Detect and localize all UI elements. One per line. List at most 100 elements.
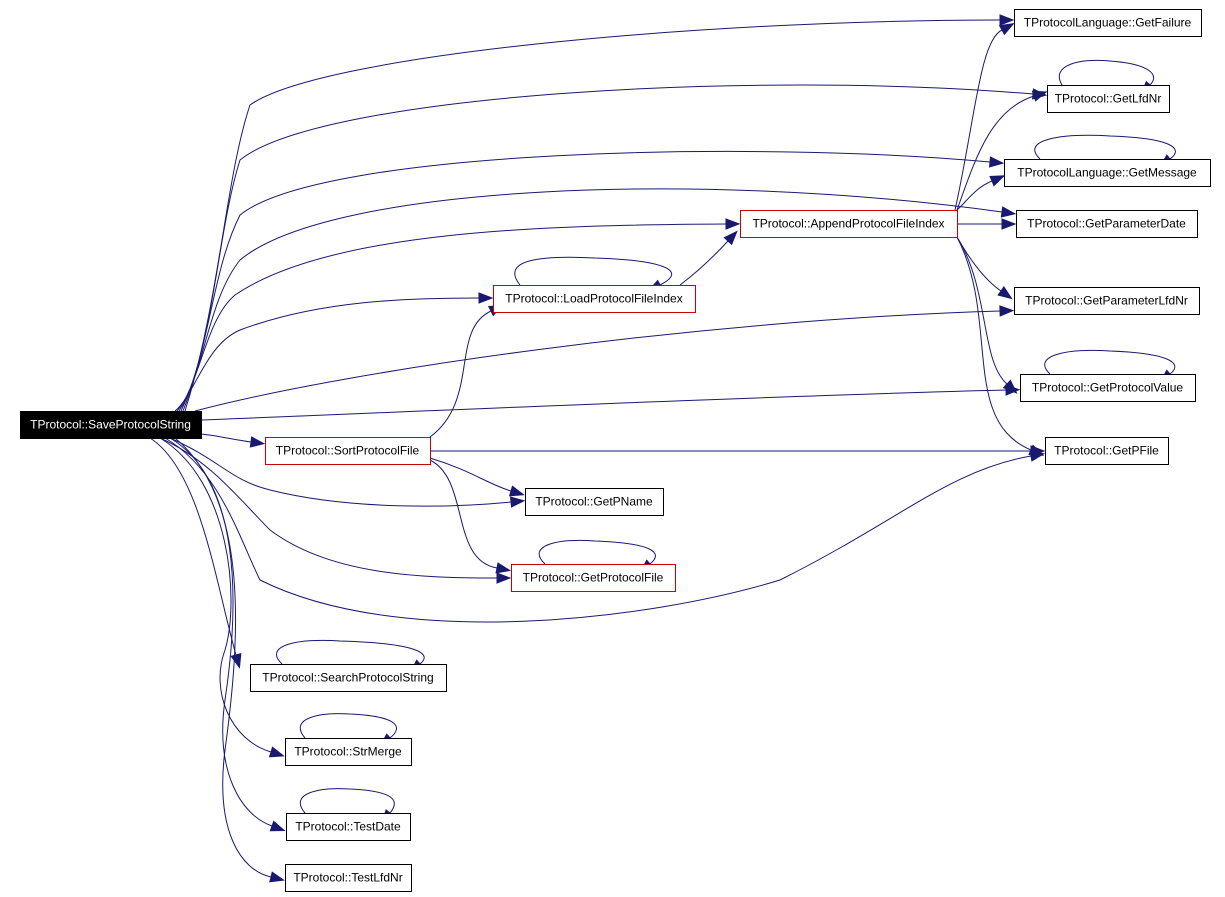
node-getmessage[interactable]: TProtocolLanguage::GetMessage — [1004, 159, 1211, 187]
node-strmerge[interactable]: TProtocol::StrMerge — [285, 738, 412, 766]
arrowhead-icon — [1001, 218, 1017, 230]
arrowhead-icon — [1031, 90, 1048, 102]
edge-line — [180, 150, 991, 412]
edge-save-to-append — [176, 218, 741, 412]
edge-line — [956, 180, 993, 211]
edge-line — [164, 437, 1032, 623]
arrowhead-icon — [496, 572, 512, 584]
edge-line — [169, 437, 512, 507]
edge-line — [1034, 134, 1176, 160]
edge-save-to-getprotovalue — [200, 384, 1021, 421]
node-getparamdate[interactable]: TProtocol::GetParameterDate — [1016, 210, 1198, 238]
edge-append-to-getlfdnr — [956, 90, 1048, 211]
edge-line — [1059, 59, 1155, 86]
node-label: TProtocol::GetPFile — [1054, 444, 1159, 458]
node-sort[interactable]: TProtocol::SortProtocolFile — [265, 437, 431, 465]
edge-append-to-getparamlfdnr — [956, 236, 1013, 300]
node-box — [285, 864, 412, 892]
node-box — [1014, 287, 1200, 315]
arrowhead-icon — [508, 485, 525, 497]
arrowhead-icon — [1030, 445, 1046, 457]
edge-save-to-getpname — [169, 437, 526, 508]
edge-line — [514, 256, 673, 286]
node-box — [525, 488, 664, 516]
arrowhead-icon — [999, 14, 1015, 26]
node-testlfdnr[interactable]: TProtocol::TestLfdNr — [285, 864, 412, 892]
arrowhead-icon — [269, 871, 285, 883]
arrowhead-icon — [269, 820, 286, 832]
edge-line — [956, 236, 1002, 292]
node-box — [1016, 210, 1198, 238]
arrowhead-icon — [999, 305, 1015, 317]
edge-save-to-testlfdnr — [174, 437, 285, 883]
node-getpname[interactable]: TProtocol::GetPName — [525, 488, 664, 516]
node-search[interactable]: TProtocol::SearchProtocolString — [250, 664, 447, 692]
edge-save-to-getlfdnr — [182, 84, 1048, 412]
arrowhead-icon — [1000, 206, 1017, 218]
node-getpfile[interactable]: TProtocol::GetPFile — [1045, 437, 1169, 465]
node-label: TProtocol::TestDate — [295, 820, 401, 834]
edge-line — [200, 389, 1007, 421]
node-label: TProtocol::LoadProtocolFileIndex — [505, 292, 682, 306]
edge-save-to-getprotofile — [159, 437, 512, 584]
arrowhead-icon — [998, 23, 1015, 36]
node-label: TProtocol::SaveProtocolString — [30, 418, 191, 432]
edge-line — [429, 310, 492, 438]
node-box — [286, 813, 411, 841]
edge-save-to-getparamdate — [178, 188, 1017, 412]
node-box — [1047, 85, 1170, 113]
edge-line — [956, 236, 1008, 385]
node-label: TProtocolLanguage::GetFailure — [1024, 16, 1192, 30]
edge-line — [299, 713, 397, 739]
node-label: TProtocol::GetProtocolFile — [523, 571, 664, 585]
node-getlfdnr[interactable]: TProtocol::GetLfdNr — [1047, 85, 1170, 113]
edge-save-to-strmerge — [159, 437, 285, 758]
node-label: TProtocolLanguage::GetMessage — [1017, 166, 1197, 180]
edge-line — [429, 457, 512, 492]
edge-line — [200, 433, 252, 443]
node-load[interactable]: TProtocol::LoadProtocolFileIndex — [493, 285, 696, 313]
edge-line — [956, 95, 1035, 211]
edge-save-to-search — [149, 437, 242, 669]
edge-line — [182, 84, 1034, 412]
edge-append-to-getpfile — [956, 236, 1045, 456]
edge-line — [954, 29, 1003, 211]
node-label: TProtocol::SortProtocolFile — [276, 444, 420, 458]
node-layer: TProtocol::SaveProtocolString TProtocolLa… — [20, 9, 1211, 892]
node-box — [20, 411, 202, 439]
node-getprotofile[interactable]: TProtocol::GetProtocolFile — [511, 564, 676, 592]
edge-line — [194, 310, 1001, 412]
node-append[interactable]: TProtocol::AppendProtocolFileIndex — [740, 210, 958, 238]
edge-save-to-getpfile — [164, 437, 1046, 623]
node-box — [1020, 374, 1196, 402]
node-label: TProtocol::AppendProtocolFileIndex — [752, 217, 944, 231]
arrowhead-icon — [509, 496, 526, 508]
edge-line — [429, 459, 498, 569]
edge-line — [169, 437, 273, 827]
node-label: TProtocol::GetParameterDate — [1027, 217, 1186, 231]
node-getparamlfdnr[interactable]: TProtocol::GetParameterLfdNr — [1014, 287, 1200, 315]
arrowhead-icon — [249, 436, 266, 448]
node-box — [1004, 159, 1211, 187]
node-testdate[interactable]: TProtocol::TestDate — [286, 813, 411, 841]
edge-line — [956, 236, 1032, 451]
arrowhead-icon — [230, 652, 242, 669]
node-getprotovalue[interactable]: TProtocol::GetProtocolValue — [1020, 374, 1196, 402]
node-label: TProtocol::SearchProtocolString — [262, 671, 433, 685]
arrowhead-icon — [1002, 379, 1018, 394]
node-getfailure[interactable]: TProtocolLanguage::GetFailure — [1014, 9, 1202, 37]
edge-append-to-getprotovalue — [956, 236, 1018, 394]
edge-sort-to-getpfile — [430, 445, 1046, 457]
edge-line — [174, 297, 480, 412]
edge-append-to-getmessage — [956, 175, 1006, 211]
edge-line — [276, 639, 425, 665]
edge-save-to-testdate — [169, 437, 286, 832]
node-box — [265, 437, 431, 465]
edge-save-to-load — [174, 292, 494, 412]
node-save[interactable]: TProtocol::SaveProtocolString — [20, 411, 202, 439]
arrowhead-icon — [723, 230, 738, 246]
arrowhead-icon — [997, 286, 1013, 300]
edge-line — [538, 539, 656, 565]
edge-append-to-getfailure — [954, 23, 1015, 211]
